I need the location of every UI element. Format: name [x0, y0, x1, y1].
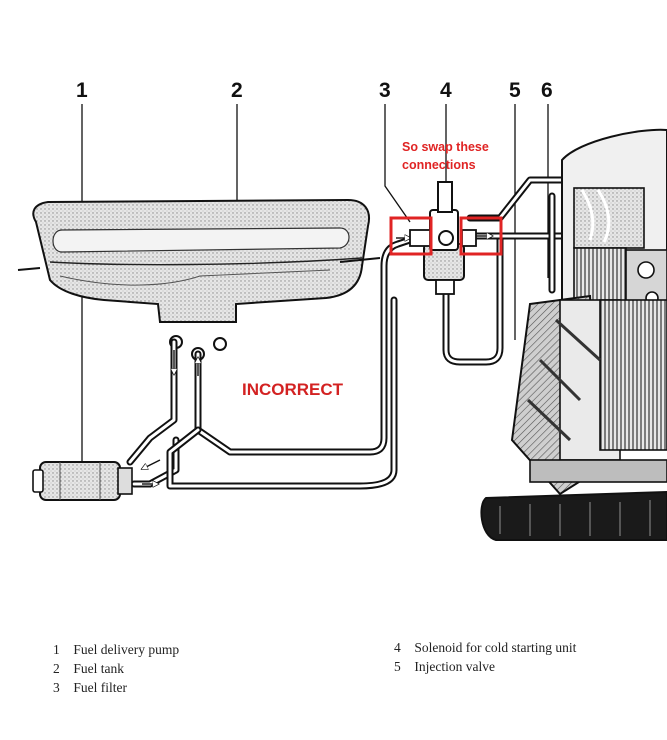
- highlight-box-filter-inlet: [389, 216, 433, 256]
- callout-3: 3: [379, 79, 391, 102]
- callout-6: 6: [541, 79, 553, 102]
- callout-4: 4: [440, 79, 452, 102]
- callout-5: 5: [509, 79, 521, 102]
- swap-note-line1: So swap these: [402, 140, 489, 154]
- callout-labels: 1 2 3 4 5 6: [76, 79, 553, 102]
- legend-item: 3 Fuel filter: [53, 680, 127, 695]
- callout-2: 2: [231, 79, 243, 102]
- fuel-tank: [17, 198, 381, 361]
- fuel-filter-assembly: [409, 181, 477, 295]
- legend-left: 1 Fuel delivery pump 2 Fuel tank 3 Fuel …: [53, 640, 179, 697]
- fuel-delivery-pump: [32, 461, 133, 501]
- legend-right: 4 Solenoid for cold starting unit 5 Inje…: [394, 638, 576, 676]
- legend-item: 4 Solenoid for cold starting unit: [394, 640, 577, 655]
- legend-item: 5 Injection valve: [394, 659, 495, 674]
- engine: [480, 128, 667, 541]
- callout-1: 1: [76, 79, 88, 102]
- swap-highlights: [389, 216, 503, 256]
- incorrect-label: INCORRECT: [242, 380, 344, 399]
- legend-item: 2 Fuel tank: [53, 661, 124, 676]
- legend-item: 1 Fuel delivery pump: [53, 642, 180, 657]
- highlight-box-filter-outlet: [459, 216, 503, 256]
- swap-note-line2: connections: [402, 158, 476, 172]
